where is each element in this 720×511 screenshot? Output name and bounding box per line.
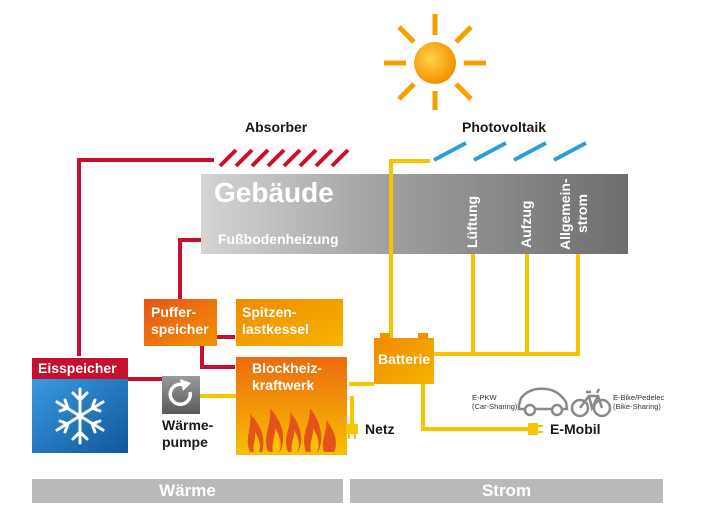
photovoltaik-label: Photovoltaik (462, 119, 547, 135)
snowflake-icon (55, 387, 105, 445)
sun-icon (384, 14, 486, 110)
fussbodenheizung-label: Fußbodenheizung (218, 231, 339, 247)
ebike-label-2: (Bike-Sharing) (613, 402, 661, 411)
bicycle-icon (570, 388, 612, 418)
batterie-label: Batterie (378, 351, 431, 367)
epkw-label-1: E-PKW (472, 393, 497, 402)
waermepumpe-label-1: Wärme- (162, 417, 214, 433)
power-lines (200, 159, 580, 431)
absorber-label: Absorber (245, 119, 308, 135)
pufferspeicher-label-2: speicher (151, 321, 209, 337)
eisspeicher-header (32, 358, 128, 379)
aufzug-label: Aufzug (518, 200, 534, 248)
spitzenlastkessel-box (236, 299, 343, 346)
car-icon (517, 387, 569, 417)
footer-waerme: Wärme (32, 479, 343, 503)
gebaeude-label: Gebäude (214, 177, 334, 208)
emobil-label: E-Mobil (550, 421, 601, 437)
waermepumpe-label-2: pumpe (162, 434, 208, 450)
ebike-label-1: E-Bike/Pedelec (613, 393, 665, 402)
plug-icon (346, 423, 543, 439)
pufferspeicher-box (144, 299, 217, 346)
building-block (201, 174, 628, 254)
flame-icon (247, 408, 336, 452)
footer-strom: Strom (350, 479, 663, 503)
batterie-box (374, 338, 434, 384)
blockheizkraftwerk-label-1: Blockheiz- (252, 360, 323, 376)
pufferspeicher-label-1: Puffer- (151, 304, 197, 320)
spitzenlastkessel-label-2: lastkessel (242, 321, 309, 337)
lueftung-label: Lüftung (464, 195, 480, 248)
netz-label: Netz (365, 421, 395, 437)
allgemeinstrom-label-2: strom (574, 194, 590, 233)
absorber-panels (218, 148, 350, 168)
spitzenlastkessel-label-1: Spitzen- (242, 304, 297, 320)
eisspeicher-label: Eisspeicher (38, 360, 117, 376)
photovoltaic-panels (433, 141, 587, 162)
blockheizkraftwerk-label-2: kraftwerk (252, 377, 315, 393)
allgemeinstrom-label-1: Allgemein- (557, 178, 573, 250)
epkw-label-2: (Car-Sharing) (472, 402, 518, 411)
circular-arrow-icon (168, 379, 193, 407)
